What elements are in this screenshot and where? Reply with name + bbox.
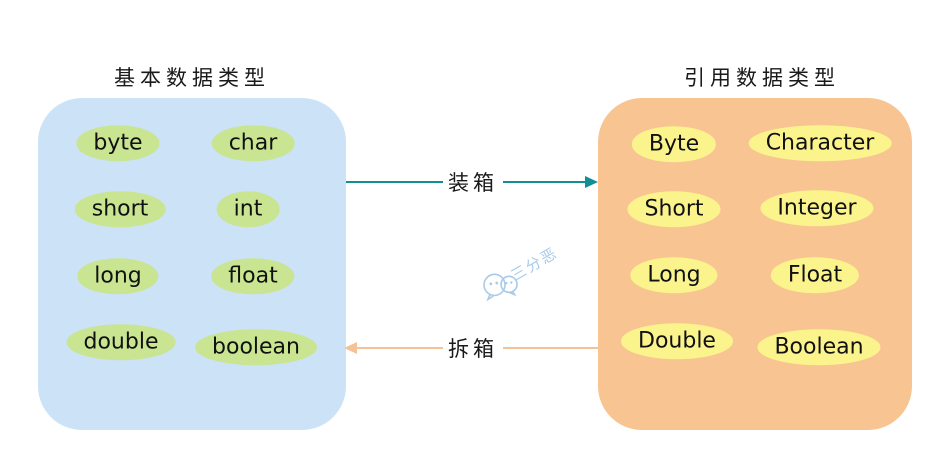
chat-bubbles-icon <box>480 268 523 309</box>
type-oval-int: int <box>216 191 280 227</box>
type-oval-Long: Long <box>630 257 718 293</box>
type-oval-Boolean: Boolean <box>757 329 881 365</box>
type-oval-byte: byte <box>76 125 160 161</box>
type-oval-Integer: Integer <box>760 190 874 226</box>
type-oval-short: short <box>74 191 166 227</box>
type-oval-double: double <box>66 324 176 360</box>
primitive-types-title: 基本数据类型 <box>114 66 270 90</box>
type-oval-Float: Float <box>770 257 860 293</box>
type-oval-Double: Double <box>621 323 733 359</box>
boxing-arrow-label: 装箱 <box>443 167 503 197</box>
type-oval-long: long <box>77 258 159 294</box>
type-oval-Short: Short <box>627 191 721 227</box>
type-oval-boolean: boolean <box>195 329 317 365</box>
type-oval-Byte: Byte <box>631 126 717 162</box>
boxing-arrowhead-icon <box>585 176 598 188</box>
watermark-text: 三分恶 <box>507 243 561 285</box>
reference-types-box: Byte Character Short Integer Long Float … <box>598 98 912 430</box>
unboxing-arrow-label: 拆箱 <box>443 333 503 363</box>
reference-types-title: 引用数据类型 <box>684 66 840 90</box>
type-oval-char: char <box>211 125 295 161</box>
unboxing-arrowhead-icon <box>344 342 357 354</box>
type-oval-float: float <box>211 258 295 294</box>
watermark: 三分恶 <box>480 244 572 309</box>
primitive-types-box: byte char short int long float double bo… <box>38 98 346 430</box>
type-oval-Character: Character <box>748 125 892 161</box>
